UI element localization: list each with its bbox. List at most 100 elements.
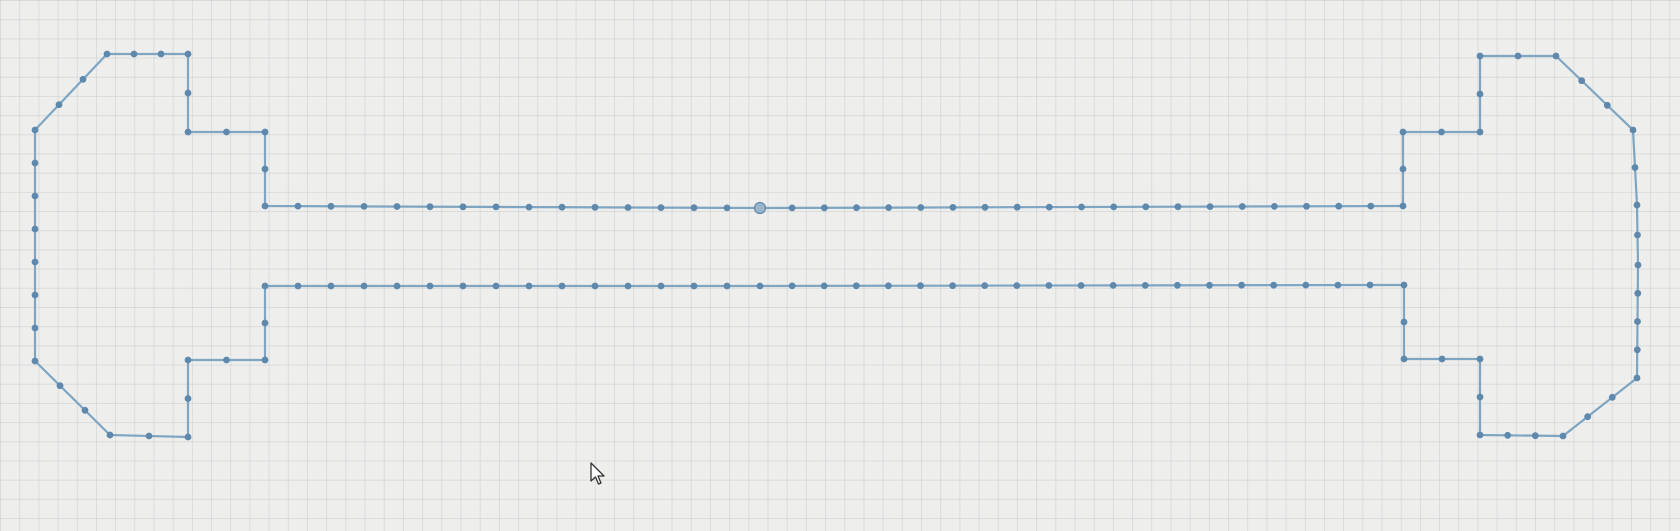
vertex-handle[interactable] bbox=[261, 282, 269, 290]
vertex-handle[interactable] bbox=[949, 282, 956, 290]
vertex-handle[interactable] bbox=[657, 204, 665, 212]
vertex-handle[interactable] bbox=[459, 203, 467, 211]
vertex-handle[interactable] bbox=[79, 75, 87, 83]
vertex-handle[interactable] bbox=[261, 128, 269, 136]
vertex-handle[interactable] bbox=[525, 282, 533, 290]
vertex-handle[interactable] bbox=[1270, 281, 1278, 289]
vertex-handle[interactable] bbox=[184, 395, 192, 402]
vertex-handle[interactable] bbox=[1078, 203, 1085, 211]
vertex-handle[interactable] bbox=[261, 202, 269, 210]
vertex-handle[interactable] bbox=[1141, 282, 1149, 289]
vertex-handle[interactable] bbox=[1603, 101, 1611, 109]
vertex-handle[interactable] bbox=[1335, 202, 1343, 210]
vertex-handle[interactable] bbox=[1174, 281, 1181, 289]
vertex-handle[interactable] bbox=[1142, 203, 1150, 211]
vertex-handle[interactable] bbox=[31, 192, 39, 200]
vertex-handle[interactable] bbox=[1633, 374, 1641, 382]
vertex-handle[interactable] bbox=[1077, 282, 1085, 289]
vertex-handle[interactable] bbox=[459, 282, 467, 290]
vertex-handle[interactable] bbox=[1366, 281, 1374, 289]
vertex-handle[interactable] bbox=[917, 204, 925, 211]
vertex-handle[interactable] bbox=[1045, 282, 1053, 289]
vertex-handle[interactable] bbox=[426, 282, 434, 290]
vertex-handle[interactable] bbox=[145, 432, 153, 440]
vertex-handle[interactable] bbox=[31, 126, 39, 134]
vertex-handle[interactable] bbox=[624, 282, 632, 290]
vertex-handle[interactable] bbox=[327, 282, 335, 290]
vertex-handle[interactable] bbox=[591, 203, 599, 211]
vertex-handle[interactable] bbox=[624, 204, 632, 211]
vertex-handle[interactable] bbox=[753, 201, 767, 215]
vertex-handle[interactable] bbox=[360, 203, 368, 210]
vertex-handle[interactable] bbox=[393, 282, 401, 290]
vertex-handle[interactable] bbox=[1634, 318, 1641, 325]
vertex-handle[interactable] bbox=[1608, 393, 1616, 401]
vertex-handle[interactable] bbox=[81, 406, 89, 414]
vertex-handle[interactable] bbox=[558, 282, 566, 290]
vertex-handle[interactable] bbox=[1399, 202, 1407, 210]
vertex-handle[interactable] bbox=[981, 282, 989, 289]
vertex-handle[interactable] bbox=[1271, 203, 1278, 210]
vertex-handle[interactable] bbox=[1109, 282, 1117, 289]
vertex-handle[interactable] bbox=[31, 291, 39, 299]
vertex-handle[interactable] bbox=[1531, 432, 1539, 440]
vertex-handle[interactable] bbox=[31, 159, 39, 167]
vertex-handle[interactable] bbox=[184, 128, 192, 136]
vertex-handle[interactable] bbox=[1514, 52, 1522, 60]
vertex-handle[interactable] bbox=[1303, 202, 1310, 210]
vertex-handle[interactable] bbox=[1367, 202, 1375, 210]
vertex-handle[interactable] bbox=[1584, 413, 1592, 421]
vertex-handle[interactable] bbox=[690, 282, 698, 290]
vertex-handle[interactable] bbox=[591, 282, 599, 290]
vertex-handle[interactable] bbox=[1559, 432, 1567, 440]
vertex-handle[interactable] bbox=[723, 204, 731, 212]
vertex-handle[interactable] bbox=[106, 431, 114, 439]
vertex-handle[interactable] bbox=[1399, 128, 1407, 136]
vertex-handle[interactable] bbox=[1634, 261, 1642, 269]
vertex-handle[interactable] bbox=[1334, 281, 1342, 289]
vertex-handle[interactable] bbox=[853, 204, 860, 212]
vertex-handle[interactable] bbox=[492, 282, 500, 290]
vertex-handle[interactable] bbox=[1045, 203, 1053, 211]
vertex-handle[interactable] bbox=[1476, 355, 1484, 363]
vertex-handle[interactable] bbox=[261, 356, 269, 364]
vertex-handle[interactable] bbox=[1400, 281, 1408, 289]
vertex-handle[interactable] bbox=[949, 204, 957, 211]
vertex-handle[interactable] bbox=[525, 203, 533, 211]
vertex-handle[interactable] bbox=[657, 282, 665, 290]
vertex-handle[interactable] bbox=[852, 282, 860, 290]
vertex-handle[interactable] bbox=[690, 204, 698, 212]
vertex-handle[interactable] bbox=[1552, 52, 1560, 60]
vertex-handle[interactable] bbox=[184, 356, 192, 364]
vertex-handle[interactable] bbox=[31, 258, 39, 266]
vertex-handle[interactable] bbox=[261, 165, 269, 173]
vertex-handle[interactable] bbox=[393, 203, 401, 210]
vertex-handle[interactable] bbox=[294, 282, 302, 290]
vertex-handle[interactable] bbox=[1174, 203, 1182, 211]
vertex-handle[interactable] bbox=[1578, 77, 1586, 85]
vertex-handle[interactable] bbox=[492, 203, 500, 211]
vertex-handle[interactable] bbox=[294, 202, 302, 210]
vertex-handle[interactable] bbox=[558, 203, 566, 211]
vertex-handle[interactable] bbox=[1631, 164, 1639, 171]
vertex-handle[interactable] bbox=[756, 282, 764, 290]
vertex-handle[interactable] bbox=[31, 225, 39, 233]
vertex-handle[interactable] bbox=[1302, 281, 1310, 289]
vertex-handle[interactable] bbox=[1400, 355, 1408, 363]
vertex-handle[interactable] bbox=[788, 204, 796, 212]
vertex-handle[interactable] bbox=[360, 282, 368, 290]
vertex-handle[interactable] bbox=[1633, 201, 1641, 209]
vertex-handle[interactable] bbox=[1013, 203, 1021, 211]
vertex-handle[interactable] bbox=[1438, 128, 1445, 136]
vertex-handle[interactable] bbox=[56, 382, 64, 390]
vertex-handle[interactable] bbox=[1110, 203, 1118, 211]
vertex-handle[interactable] bbox=[261, 319, 269, 327]
outline-path[interactable] bbox=[33, 52, 1640, 439]
vertex-handle[interactable] bbox=[885, 204, 892, 212]
vertex-handle[interactable] bbox=[1634, 289, 1642, 297]
vertex-handles[interactable] bbox=[31, 50, 1642, 441]
vertex-handle[interactable] bbox=[1476, 90, 1484, 98]
vertex-handle[interactable] bbox=[55, 101, 63, 109]
